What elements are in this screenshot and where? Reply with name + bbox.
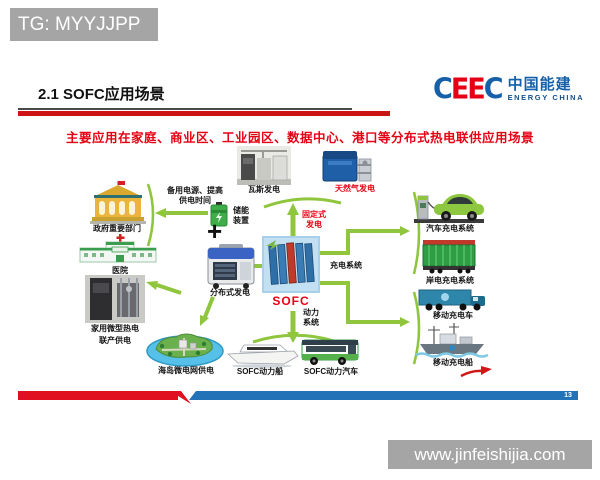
home-chp-line2: 联产供电 [99,336,131,346]
arrow-to-island-icon [203,296,215,318]
arrow-to-home-icon [156,283,182,295]
banner-text: 主要应用在家庭、商业区、工业园区、数据中心、港口等分布式热电联供应用场景 [65,131,534,145]
gas-power-label: 瓦斯发电 [248,185,280,194]
logo-letters: CEEC [433,73,504,106]
footer-bar [18,391,578,404]
fixed-generation-label: 固定式发电 [302,210,326,230]
company-logo: CEEC 中国能建 ENERGY CHINA [433,73,585,106]
watermark-top-left: TG: MYYJJPP [10,8,158,41]
generator-image [205,242,257,289]
mobile-ship-label: 移动充电船 [433,358,473,367]
battery-icon [210,202,228,227]
charging-system-label: 充电系统 [330,261,362,270]
left-brace-icon [146,183,155,247]
natural-gas-power-image [320,145,375,184]
connector-charging-lower-head-icon [400,317,410,327]
logo-text: 中国能建 ENERGY CHINA [508,77,585,102]
bottom-arc-icon [252,333,335,344]
backup-power-label: 备用电源、提高 供电时间 [156,186,234,207]
logo-name-en: ENERGY CHINA [507,93,585,103]
logo-name-cn: 中国能建 [507,76,572,94]
right-brace-lower-icon [412,291,421,365]
mobile-truck-image [417,288,489,313]
plus-sign: + [207,216,223,246]
connector-charging-upper-icon [320,229,400,255]
power-system-label: 动力系统 [303,308,319,328]
footer-bar-notch [170,391,191,404]
car-charging-label: 汽车充电系统 [426,224,474,233]
logo-letter-e2: E [467,73,486,106]
mobile-ship-image [414,322,490,360]
connector-charging-upper-head-icon [400,226,410,236]
sofc-bus-image [300,336,360,367]
title-underline-thin [18,108,352,110]
shore-charging-label: 岸电充电系统 [426,276,474,285]
hospital-image [78,233,158,266]
arrow-left-backup-head-icon [155,208,166,218]
red-swoosh-head-icon [481,366,492,375]
home-chp-line1: 家用微型热电 [91,324,139,333]
hospital-label: 医院 [112,266,128,275]
sofc-bus-label: SOFC动力汽车 [303,367,359,376]
sofc-label: SOFC [272,294,310,308]
storage-device-label: 储能装置 [233,206,249,226]
watermark-top-left-text: TG: MYYJJPP [18,13,141,35]
gas-power-image [237,146,291,185]
logo-letter-c1: C [433,73,453,106]
island-microgrid-label: 海岛微电网供电 [158,366,214,375]
mobile-truck-label: 移动充电车 [433,311,473,320]
sofc-boat-label: SOFC动力船 [236,367,284,376]
arrow-to-home-head-icon [146,281,158,290]
backup-power-line1: 备用电源、提高 [167,186,223,195]
car-charging-image [412,188,486,225]
title-underline-red [18,111,390,116]
home-chp-label: 家用微型热电 联产供电 [76,324,154,347]
sofc-stack-image [262,236,320,293]
page-title: 2.1 SOFC应用场景 [38,86,165,103]
backup-power-line2: 供电时间 [179,196,211,206]
top-arc-icon [263,197,342,209]
island-image [146,325,224,367]
shore-charging-image [419,240,479,274]
distributed-generation-label: 分布式发电 [210,288,250,297]
logo-letter-e1: E [450,73,470,106]
natural-gas-power-label: 天然气发电 [335,184,375,193]
home-chp-image [85,275,145,323]
arrow-up-head-icon [287,203,299,215]
footer-bar-blue [189,391,578,400]
page-number: 13 [564,392,572,399]
connector-charging-lower-icon [320,281,400,324]
right-brace-upper-icon [412,191,421,275]
sofc-boat-image [224,337,300,368]
footer-bar-red [18,391,178,400]
watermark-bottom-right: www.jinfeishijia.com [388,440,592,469]
arrow-to-island-head-icon [200,315,209,326]
logo-letter-c2: C [483,73,504,106]
red-swoosh-icon [460,369,484,378]
government-building-image [88,181,148,224]
watermark-bottom-right-text: www.jinfeishijia.com [414,444,566,464]
government-label: 政府重要部门 [93,224,141,233]
